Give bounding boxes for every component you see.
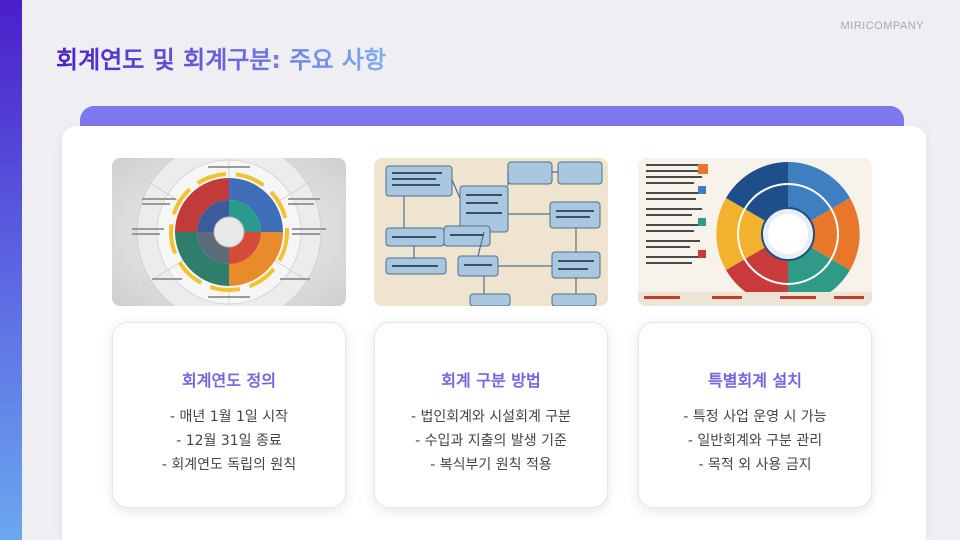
card-title: 회계 구분 방법 [441, 371, 541, 390]
card-line: - 목적 외 사용 금지 [698, 457, 812, 473]
card-title: 특별회계 설치 [708, 371, 802, 390]
page-title: 회계연도 및 회계구분: 주요 사항 [56, 40, 386, 75]
special-accounting-infographic-image [638, 158, 872, 306]
card-line: - 매년 1월 1일 시작 [170, 409, 288, 425]
card-line: - 일반회계와 구분 관리 [687, 433, 823, 449]
fiscal-year-wheel-image [112, 158, 346, 306]
card-line: - 법인회계와 시설회계 구분 [410, 409, 572, 425]
brand-label: MIRICOMPANY [840, 20, 924, 32]
card-line: - 특정 사업 운영 시 가능 [683, 409, 827, 425]
accounting-division-card: 회계 구분 방법 - 법인회계와 시설회계 구분 - 수입과 지출의 발생 기준… [374, 322, 608, 508]
card-title: 회계연도 정의 [182, 371, 276, 390]
left-accent-bar [0, 0, 22, 540]
special-accounting-card: 특별회계 설치 - 특정 사업 운영 시 가능 - 일반회계와 구분 관리 - … [638, 322, 872, 508]
card-line: - 회계연도 독립의 원칙 [161, 457, 297, 473]
card-line: - 수입과 지출의 발생 기준 [415, 433, 567, 449]
card-line: - 12월 31일 종료 [176, 433, 282, 449]
card-line: - 복식부기 원칙 적용 [430, 457, 552, 473]
accounting-flowchart-image [374, 158, 608, 306]
fiscal-year-definition-card: 회계연도 정의 - 매년 1월 1일 시작 - 12월 31일 종료 - 회계연… [112, 322, 346, 508]
